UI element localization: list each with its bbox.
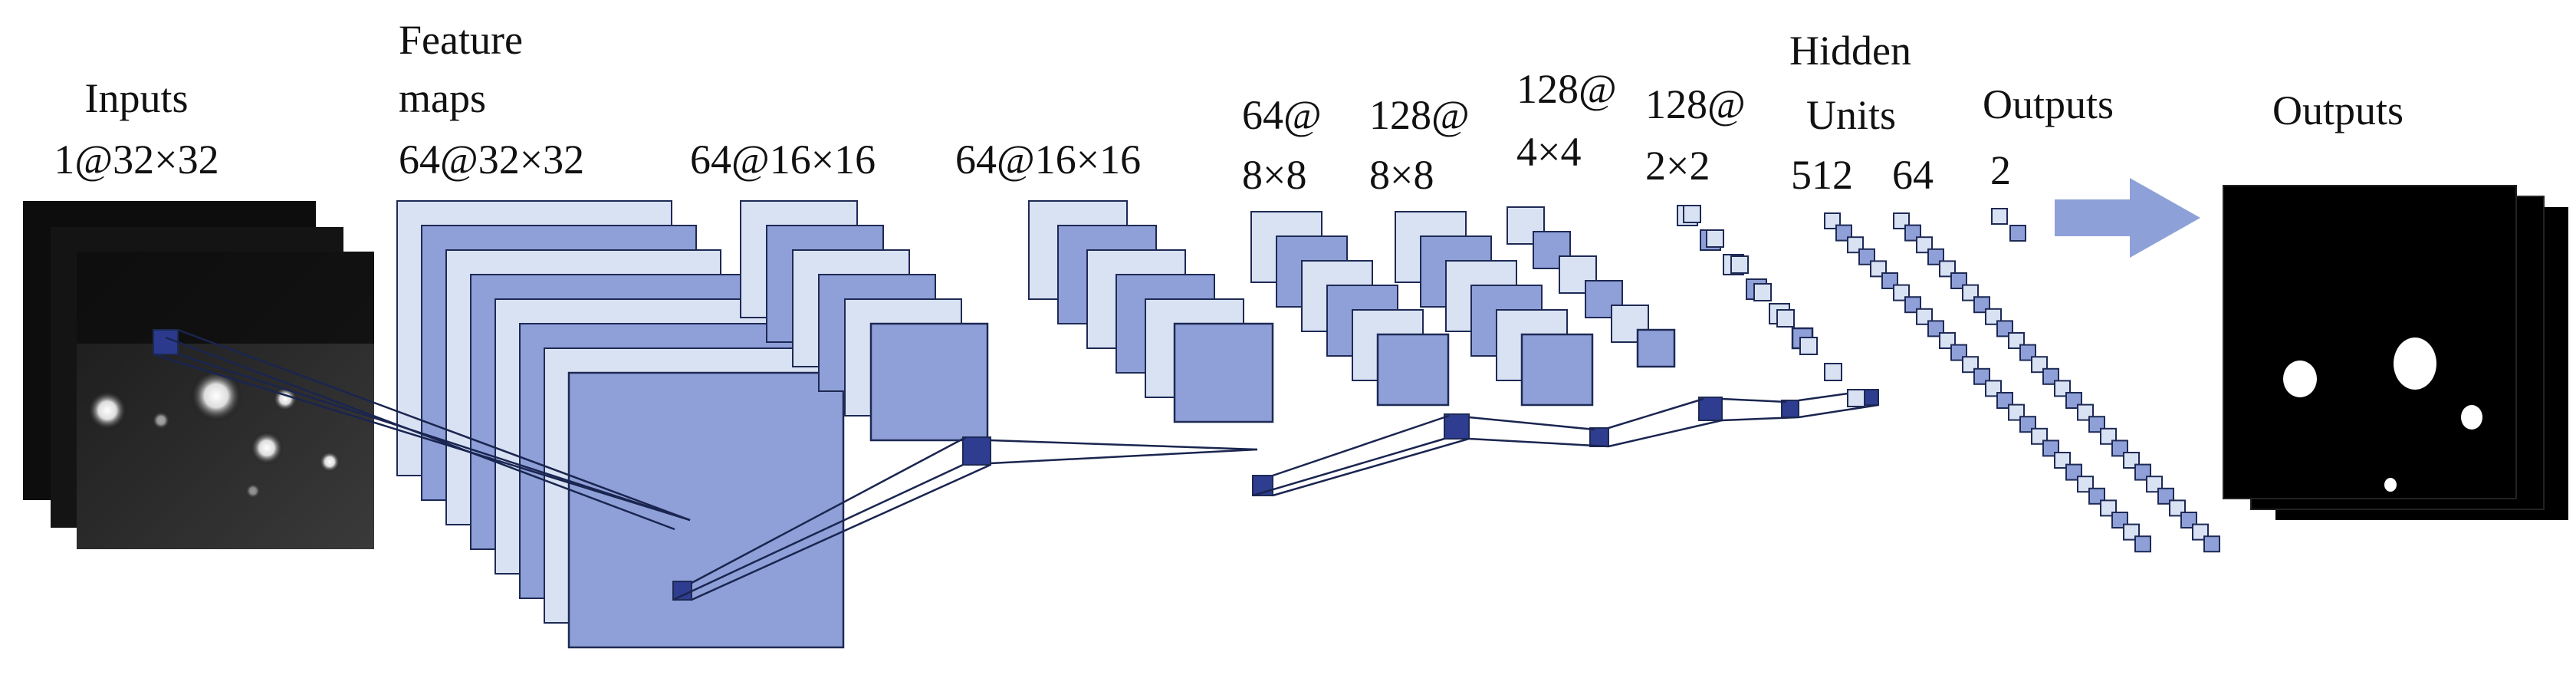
input-bright-spot bbox=[152, 411, 170, 430]
connection-line bbox=[990, 448, 1258, 465]
output-blob bbox=[2283, 361, 2317, 397]
dense-unit-chains bbox=[1683, 205, 2220, 553]
connection-line bbox=[153, 353, 691, 522]
input-kernel-square bbox=[153, 329, 179, 355]
feature-maps-1-stack bbox=[396, 200, 845, 649]
connection-line bbox=[1721, 416, 1799, 422]
connection-lines bbox=[153, 328, 1879, 601]
layer-stacks bbox=[396, 200, 1879, 649]
input-image-stack bbox=[23, 201, 374, 549]
connection-line bbox=[1721, 397, 1787, 403]
connection-line bbox=[1252, 437, 1445, 497]
connection-line bbox=[165, 336, 675, 531]
flatten-cell bbox=[1776, 309, 1795, 328]
input-image-front bbox=[77, 252, 374, 549]
flatten-cell bbox=[1799, 337, 1818, 355]
connection-line bbox=[1798, 403, 1879, 419]
kernel-square bbox=[1698, 397, 1723, 421]
input-bright-spot bbox=[319, 451, 340, 472]
output-blob bbox=[2384, 478, 2397, 492]
output-image-front bbox=[2223, 185, 2517, 499]
connection-line bbox=[1272, 414, 1450, 477]
kernel-square bbox=[1781, 400, 1799, 418]
input-bright-spot bbox=[87, 390, 127, 430]
input-bright-spot bbox=[245, 483, 261, 499]
input-bright-spot bbox=[250, 431, 284, 465]
hidden-units-512-chain bbox=[1824, 212, 2151, 553]
connection-line bbox=[1468, 416, 1595, 431]
feature-maps-4-front-map bbox=[1376, 333, 1450, 407]
feature-maps-6-front-map bbox=[1636, 328, 1676, 368]
output-image-stack bbox=[2223, 185, 2568, 520]
flatten-cell bbox=[1683, 205, 1701, 223]
connection-line bbox=[177, 353, 691, 522]
hidden-unit-cell bbox=[2134, 535, 2151, 553]
output-blob bbox=[2461, 405, 2482, 430]
feature-maps-1-front-map bbox=[567, 371, 845, 649]
flatten-cell bbox=[1824, 363, 1842, 381]
input-bright-spot bbox=[273, 387, 297, 411]
output-units-2-chain bbox=[1991, 208, 2026, 242]
feature-maps-6-stack bbox=[1506, 206, 1676, 368]
feature-maps-4-stack bbox=[1250, 211, 1450, 407]
connection-line bbox=[691, 436, 967, 584]
kernel-square bbox=[1444, 413, 1470, 440]
connection-line bbox=[691, 463, 991, 601]
connection-line bbox=[1608, 397, 1704, 430]
kernel-square bbox=[1589, 427, 1609, 447]
feature-maps-2-front-map bbox=[869, 322, 989, 442]
flatten-cell bbox=[1847, 389, 1865, 407]
input-bright-spot bbox=[190, 370, 242, 422]
feature-maps-5-stack bbox=[1395, 211, 1594, 407]
right-arrow-icon bbox=[2055, 178, 2200, 258]
feature-maps-5-front-map bbox=[1520, 333, 1594, 407]
kernel-square bbox=[672, 581, 692, 601]
kernel-square bbox=[962, 436, 991, 466]
feature-maps-3-stack bbox=[1028, 200, 1274, 423]
connection-line bbox=[1272, 437, 1470, 497]
hidden-unit-cell bbox=[2203, 535, 2220, 553]
flatten-cell bbox=[1706, 229, 1724, 248]
connection-line bbox=[1608, 419, 1723, 448]
feature-maps-6-map bbox=[1611, 305, 1649, 343]
feature-maps-2-stack bbox=[740, 200, 989, 442]
hidden-unit-cell bbox=[1991, 208, 2008, 225]
flatten-cell bbox=[1730, 255, 1749, 274]
connection-line bbox=[672, 463, 964, 601]
connection-line bbox=[990, 439, 1258, 451]
hidden-unit-cell bbox=[2009, 225, 2026, 242]
feature-maps-3-front-map bbox=[1173, 322, 1274, 423]
output-blob bbox=[2394, 338, 2436, 390]
connection-line bbox=[177, 328, 691, 522]
flatten-cell bbox=[1753, 283, 1772, 301]
hidden-units-64-chain bbox=[1893, 212, 2220, 553]
connection-line bbox=[1468, 437, 1609, 448]
